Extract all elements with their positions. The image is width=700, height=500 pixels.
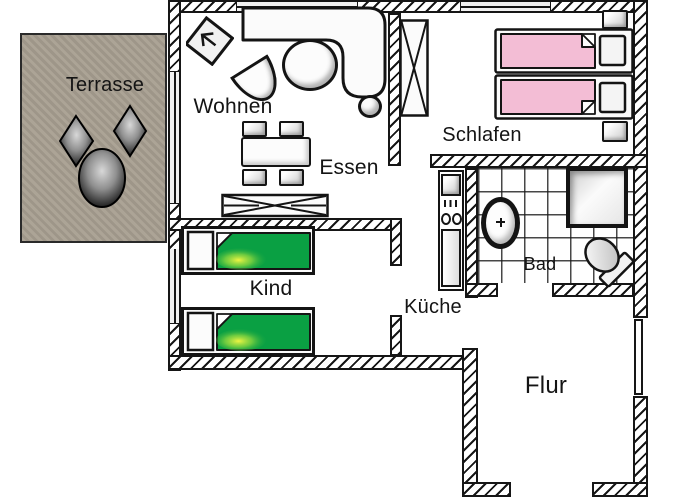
stool-icon <box>358 95 382 118</box>
wall-right-lower <box>633 396 648 497</box>
room-label-bad: Bad <box>523 254 557 274</box>
wall-kind-kueche-lower <box>390 315 402 356</box>
room-label-kueche: Küche <box>404 296 462 318</box>
room-label-kind: Kind <box>249 277 293 300</box>
room-label-flur: Flur <box>524 372 568 399</box>
entrance-door-icon <box>634 319 643 395</box>
washbasin-icon <box>481 197 520 249</box>
nightstand-icon <box>602 10 628 29</box>
window-schlafen-top <box>461 0 550 13</box>
nightstand-icon <box>602 121 628 142</box>
toilet-icon <box>584 237 634 288</box>
window-kind <box>168 249 181 323</box>
terrace-furniture <box>58 104 148 208</box>
shower-icon <box>566 167 628 228</box>
chair-icon <box>279 169 304 186</box>
wall-top-left <box>168 0 238 13</box>
room-label-wohnen: Wohnen <box>193 95 273 118</box>
single-bed-icon <box>181 226 315 275</box>
chair-icon <box>242 121 267 137</box>
coffee-table-icon <box>282 39 338 91</box>
kitchen-counter <box>441 229 461 287</box>
chair-icon <box>279 121 304 137</box>
corner-armchair-icon <box>186 16 234 66</box>
stove-controls <box>444 200 459 207</box>
garden-chair-icon <box>58 114 95 168</box>
dining-table-icon <box>241 137 311 167</box>
single-bed-icon <box>181 307 315 356</box>
wall-kind-kueche-upper <box>390 218 402 266</box>
chair-icon <box>242 169 267 186</box>
wall-flur-bottom-left <box>462 482 511 497</box>
wall-schlafen-bad <box>430 154 648 168</box>
faucet-symbol <box>499 217 502 227</box>
room-label-terrasse: Terrasse <box>65 74 145 96</box>
wall-bad-left <box>465 168 478 298</box>
stove-icon <box>452 213 462 225</box>
wall-bad-bottom-right <box>552 283 634 297</box>
garden-chair-icon <box>112 104 148 158</box>
sideboard-icon <box>221 193 329 218</box>
wall-kind-bottom <box>168 355 465 370</box>
wall-top-right <box>549 0 648 13</box>
garden-table-icon <box>78 148 126 208</box>
kitchen-sink-module <box>441 174 461 196</box>
wall-bad-bottom-left <box>465 283 498 297</box>
wall-flur-bottom-right <box>592 482 648 497</box>
wall-flur-left <box>462 348 478 497</box>
room-label-essen: Essen <box>319 156 379 179</box>
single-bed-icon <box>494 74 634 120</box>
single-bed-icon <box>494 28 634 74</box>
room-label-schlafen: Schlafen <box>442 124 522 146</box>
terrace-door-window <box>168 72 181 203</box>
wall-left-upper <box>168 0 181 73</box>
wardrobe-icon <box>399 19 429 117</box>
stove-icon <box>441 213 451 225</box>
